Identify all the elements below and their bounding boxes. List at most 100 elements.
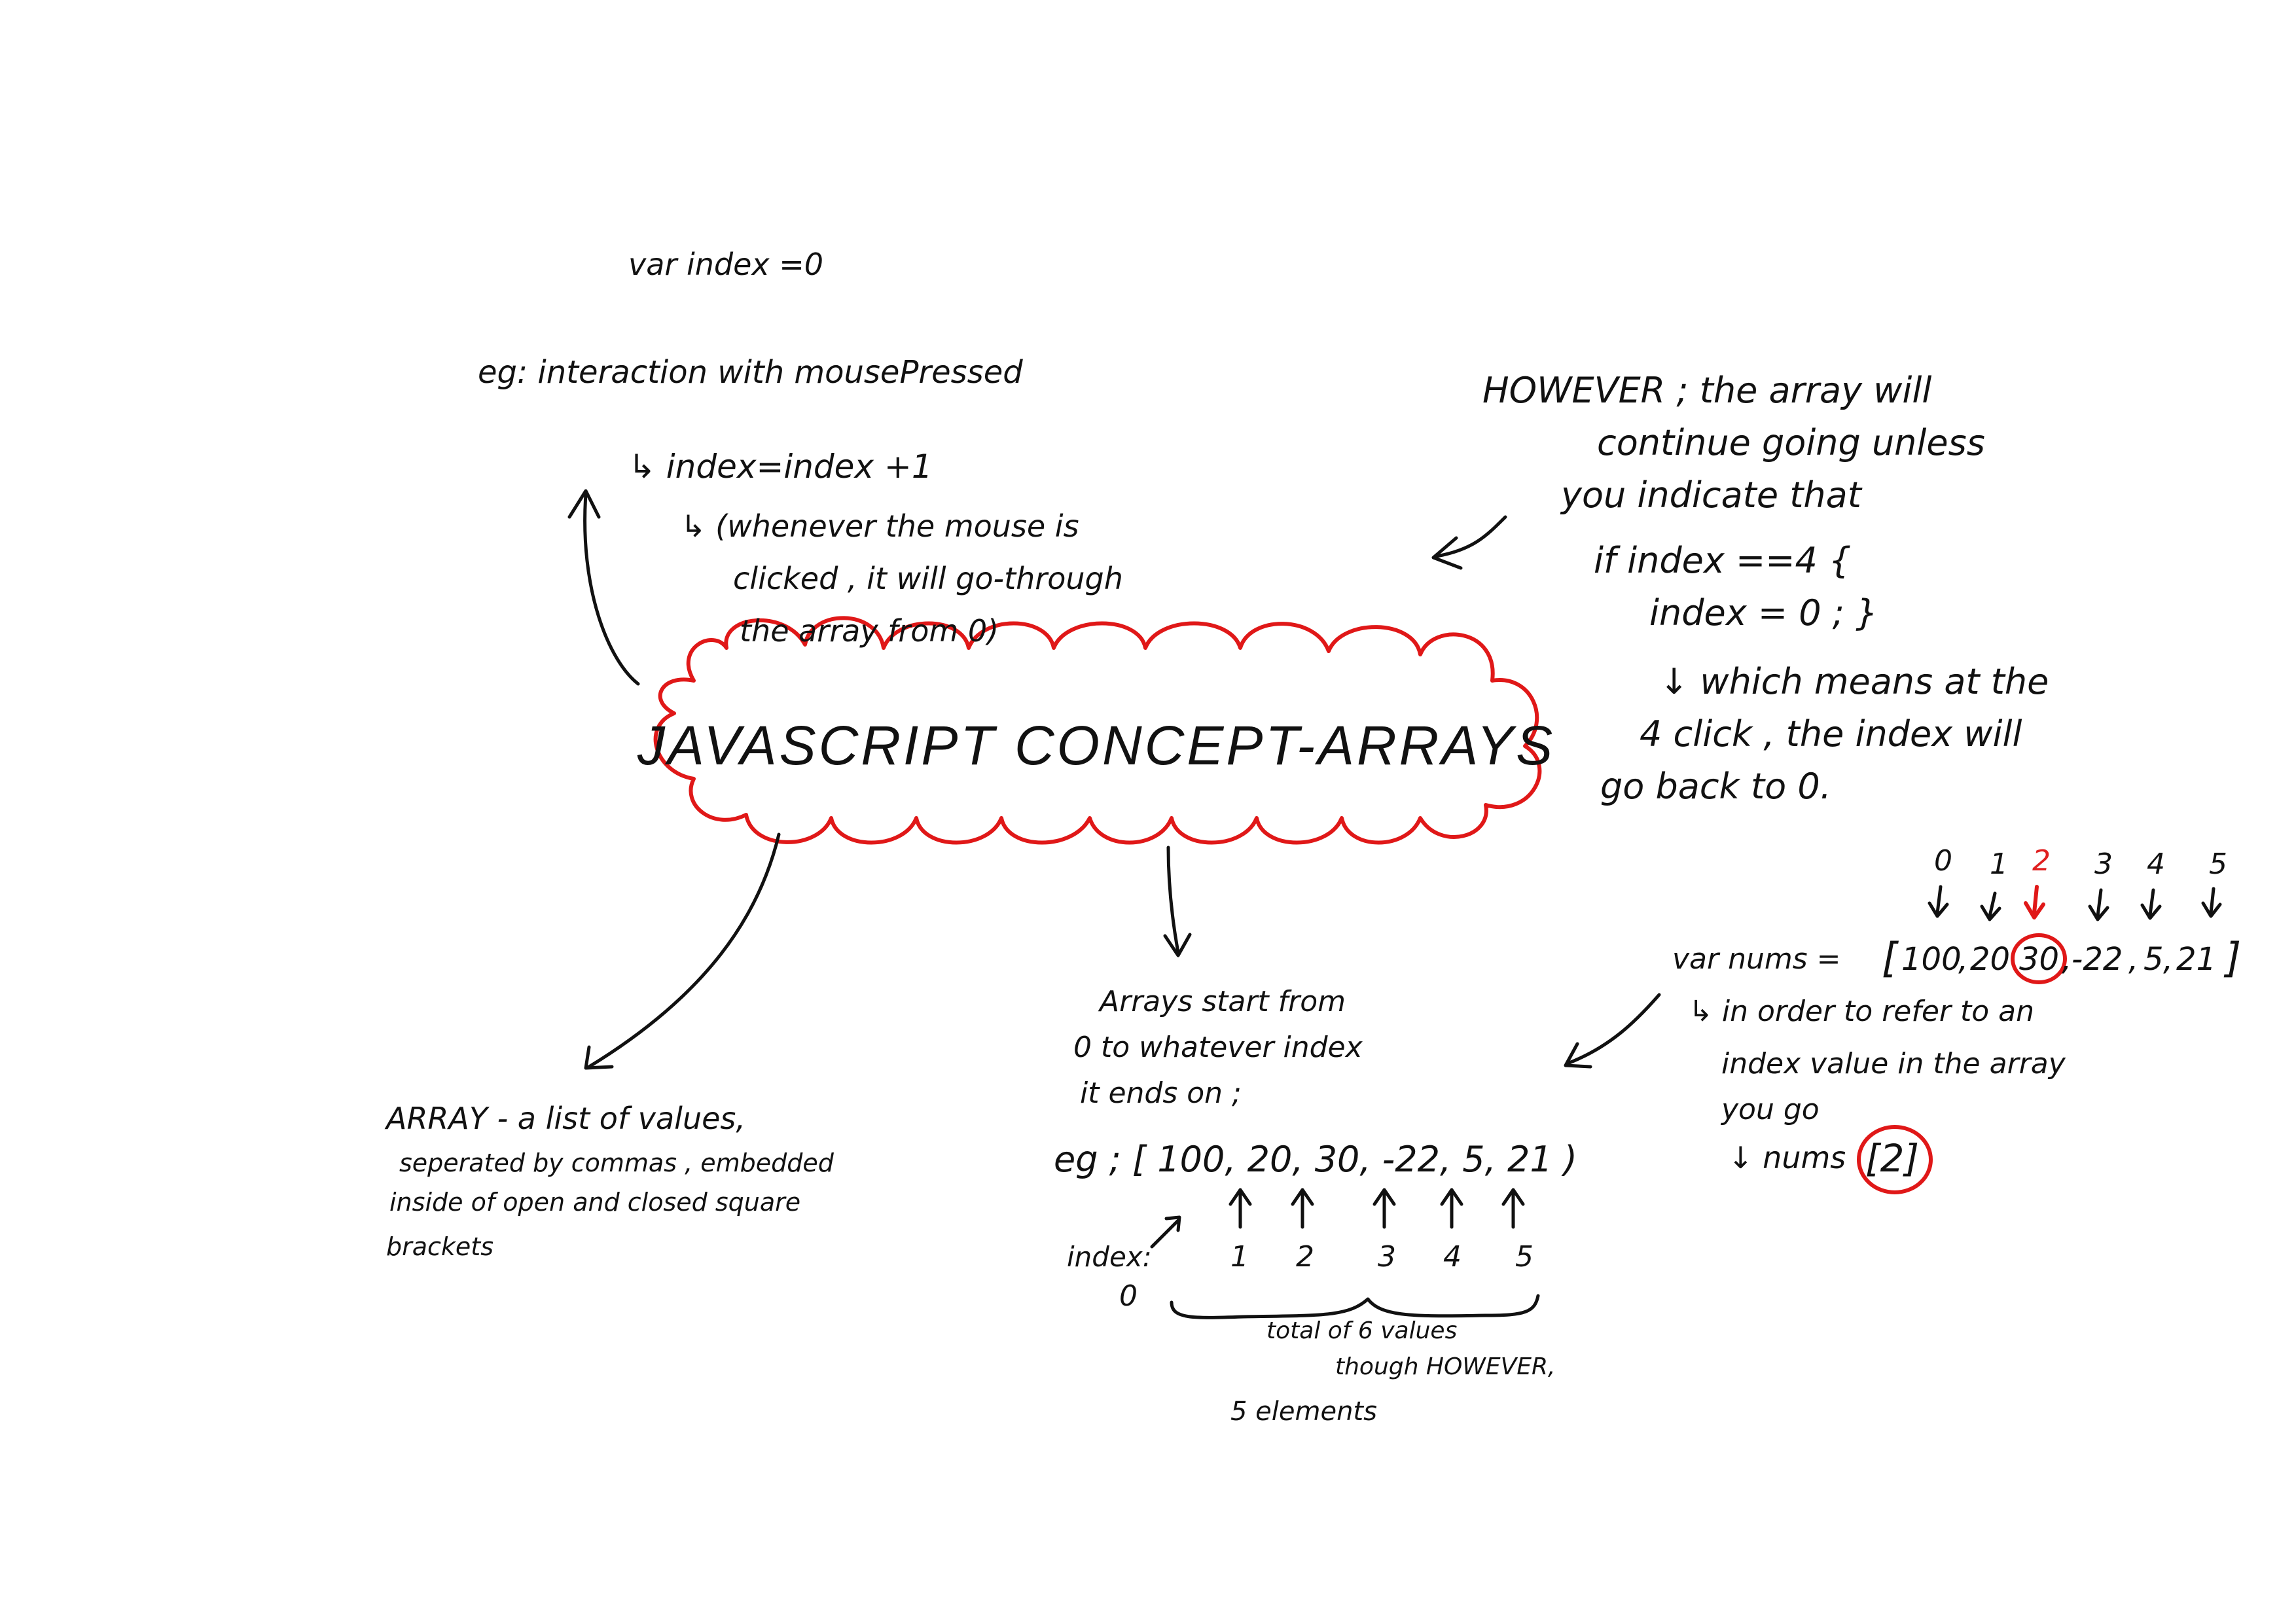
down-arrow-0 [1935, 885, 1943, 915]
down-arrow-head-2 [2024, 901, 2045, 919]
up-arrow-head-2 [1291, 1188, 1314, 1206]
up-arrow-head-1 [1229, 1188, 1252, 1206]
array-close-bracket: ] [2223, 934, 2241, 982]
array-value-0: 100 [1901, 941, 1962, 978]
up-arrow-head-0 [1164, 1215, 1181, 1232]
down-arrow-1 [1988, 891, 1997, 918]
definition-line-4: brackets [386, 1232, 493, 1261]
header-index-1: 1 [1990, 847, 2008, 881]
cloud-outline [653, 616, 1542, 845]
access-prefix: ↓ nums [1728, 1140, 1846, 1175]
definition-line-2: seperated by commas , embedded [399, 1149, 834, 1177]
arrow-from-however [1435, 515, 1507, 558]
header-index-5: 5 [2209, 847, 2227, 881]
header-down-arrows [1928, 885, 2222, 921]
down-arrow-3 [2096, 888, 2103, 918]
index-value-5: 5 [1515, 1240, 1534, 1274]
arrow-right-to-middle [1566, 993, 1661, 1065]
index-value-2: 2 [1296, 1240, 1314, 1274]
result-line-3: go back to 0. [1600, 766, 1831, 807]
access-value: [2] [1865, 1136, 1919, 1181]
array-value-5: 21 [2176, 941, 2216, 978]
central-cloud: JAVASCRIPT CONCEPT-ARRAYS [637, 616, 1555, 845]
arrow-head-right-to-middle [1564, 1042, 1592, 1069]
header-index-2: 2 [2032, 844, 2051, 878]
array-comma-3: , [2128, 941, 2138, 978]
array-comma-2: , [2062, 941, 2072, 978]
increment-line: ↳ index=index +1 [628, 448, 933, 486]
header-index-0: 0 [1934, 844, 1952, 878]
total-brace [1170, 1294, 1540, 1319]
down-arrow-2 [2032, 885, 2039, 915]
array-prefix: var nums = [1672, 942, 1841, 976]
index-up-arrows [1150, 1188, 1525, 1249]
header-index-3: 3 [2094, 847, 2113, 881]
intro-line-2: 0 to whatever index [1073, 1031, 1363, 1064]
however-line-3: you indicate that [1560, 474, 1863, 516]
index-label: index: [1067, 1241, 1152, 1273]
central-topic: JAVASCRIPT CONCEPT-ARRAYS [637, 715, 1555, 776]
down-arrow-5 [2209, 887, 2215, 915]
intro-line-3: it ends on ; [1080, 1077, 1242, 1110]
index-value-3: 3 [1378, 1240, 1396, 1274]
bottom-middle-branch: Arrays start from 0 to whatever index it… [1054, 985, 1577, 1427]
intro-line-1: Arrays start from [1098, 985, 1346, 1018]
array-value-1: 20 [1970, 941, 2010, 978]
array-open-bracket: [ [1882, 934, 1899, 982]
array-value-3: -22 [2072, 941, 2123, 978]
down-arrow-4 [2148, 888, 2155, 917]
access-explanation-3: you go [1720, 1093, 1820, 1126]
example-line: eg: interaction with mousePressed [478, 354, 1023, 391]
arrow-to-bottom-left [587, 832, 781, 1069]
arrow-head-bottom-middle [1163, 933, 1192, 957]
array-value-4: 5 [2144, 941, 2164, 978]
definition-line-3: inside of open and closed square [389, 1188, 800, 1217]
result-line-2: 4 click , the index will [1640, 713, 2022, 755]
arrow-head-top-left [567, 489, 601, 519]
however-line-1: HOWEVER ; the array will [1482, 370, 1931, 411]
highlight-circle-value [2011, 933, 2067, 984]
array-comma-0: , [1958, 941, 1968, 978]
bottom-right-branch: 0 1 2 3 4 5 var nums = [ 100 , 20 30 , [1672, 844, 2241, 1194]
up-arrow-head-3 [1372, 1188, 1396, 1206]
arrow-head-bottom-left [584, 1045, 614, 1070]
access-explanation-2: index value in the array [1721, 1047, 2066, 1080]
down-arrow-head-3 [2088, 904, 2109, 921]
connector-arrows [567, 489, 1661, 1070]
array-value-2: 30 [2019, 941, 2059, 978]
explanation-line-1: ↳ (whenever the mouse is [681, 508, 1079, 544]
array-comma-4: , [2163, 941, 2173, 978]
index-value-0: 0 [1119, 1279, 1138, 1313]
brace-note-3: 5 elements [1230, 1397, 1377, 1427]
access-explanation-1: ↳ in order to refer to an [1689, 995, 2034, 1028]
index-value-1: 1 [1230, 1240, 1249, 1274]
up-arrow-head-4 [1440, 1188, 1463, 1206]
var-index-line: var index =0 [628, 247, 823, 282]
arrow-to-bottom-middle [1166, 846, 1180, 954]
arrow-to-top-left [583, 492, 640, 686]
header-index-4: 4 [2147, 847, 2165, 881]
definition-line-1: ARRAY - a list of values, [384, 1101, 745, 1136]
brace-note-1: total of 6 values [1266, 1317, 1457, 1344]
bottom-left-branch: ARRAY - a list of values, seperated by c… [384, 1101, 834, 1261]
top-left-branch: var index =0 eg: interaction with mouseP… [478, 247, 1123, 649]
up-arrow-head-5 [1501, 1188, 1525, 1206]
however-line-2: continue going unless [1597, 422, 1985, 463]
highlight-circle-access [1857, 1125, 1933, 1194]
down-arrow-head-0 [1928, 901, 1949, 918]
top-right-branch: HOWEVER ; the array will continue going … [1482, 370, 2049, 807]
code-line-2: index = 0 ; } [1649, 592, 1878, 633]
index-value-4: 4 [1443, 1240, 1462, 1274]
up-arrow-0 [1150, 1219, 1180, 1249]
explanation-line-2: clicked , it will go-through [733, 561, 1123, 596]
brace-note-2: though HOWEVER, [1335, 1353, 1555, 1380]
result-line-1: ↓ which means at the [1659, 661, 2049, 702]
down-arrow-head-5 [2201, 901, 2222, 918]
code-line-1: if index ==4 { [1594, 540, 1851, 581]
array-example-line: eg ; [ 100, 20, 30, -22, 5, 21 ) [1054, 1139, 1577, 1180]
explanation-line-3: the array from 0) [740, 613, 999, 649]
arrow-head-from-however [1431, 536, 1463, 570]
down-arrow-head-4 [2140, 903, 2162, 920]
